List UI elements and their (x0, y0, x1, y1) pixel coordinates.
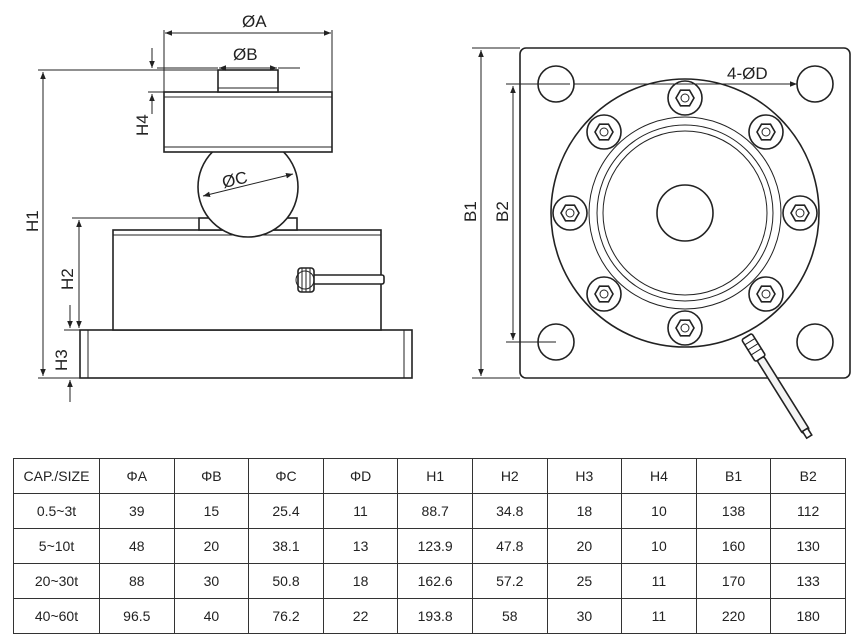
table-cell: 96.5 (99, 598, 175, 634)
table-cell: 123.9 (397, 528, 473, 564)
header-cell: ΦD (322, 458, 399, 494)
table-cell: 50.8 (248, 563, 324, 599)
table-cell: 138 (695, 493, 772, 529)
table-cell: 112 (770, 493, 846, 529)
table-cell: 13 (322, 528, 399, 564)
table-cell: 160 (695, 528, 772, 564)
table-cell: 30 (546, 598, 623, 634)
table-cell: 58 (471, 598, 548, 634)
side-view: ØA ØB ØC H4 H1 H2 H3 (23, 12, 413, 402)
table-cell: 48 (99, 528, 175, 564)
flange-bolts (552, 80, 818, 346)
table-row: 20~30t 88 30 50.8 18 162.6 57.2 25 11 17… (13, 563, 846, 599)
table-cell: 39 (99, 493, 175, 529)
base-plate (79, 329, 413, 379)
corner-holes (537, 65, 834, 361)
label-dia-a: ØA (242, 12, 267, 31)
table-cell: 130 (770, 528, 846, 564)
header-cell: H1 (397, 458, 473, 494)
table-cell: 133 (770, 563, 846, 599)
label-h4: H4 (133, 114, 152, 136)
table-row: 40~60t 96.5 40 76.2 22 193.8 58 30 11 22… (13, 598, 846, 634)
table-cell: 20 (173, 528, 250, 564)
table-cell: 15 (173, 493, 250, 529)
table-row: 5~10t 48 20 38.1 13 123.9 47.8 20 10 160… (13, 528, 846, 564)
table-cell: 11 (322, 493, 399, 529)
table-cell: 40 (173, 598, 250, 634)
table-cell: 20~30t (13, 563, 100, 599)
table-row: 0.5~3t 39 15 25.4 11 88.7 34.8 18 10 138… (13, 493, 846, 529)
table-cell: 5~10t (13, 528, 100, 564)
table-cell: 10 (621, 528, 697, 564)
table-cell: 30 (173, 563, 250, 599)
table-cell: 220 (695, 598, 772, 634)
header-cell: ΦB (173, 458, 250, 494)
label-dia-b: ØB (233, 45, 258, 64)
label-h2: H2 (58, 268, 77, 290)
label-h1: H1 (23, 210, 42, 232)
header-cell: H2 (471, 458, 548, 494)
header-cell: H3 (546, 458, 623, 494)
table-cell: 57.2 (471, 563, 548, 599)
table-cell: 25 (546, 563, 623, 599)
table-cell: 38.1 (248, 528, 324, 564)
table-cell: 180 (770, 598, 846, 634)
header-cell: CAP./SIZE (13, 458, 100, 494)
press-button (217, 69, 279, 93)
table-cell: 25.4 (248, 493, 324, 529)
table-cell: 18 (322, 563, 399, 599)
cable-connector (295, 267, 385, 293)
table-cell: 76.2 (248, 598, 324, 634)
header-cell: ΦC (248, 458, 324, 494)
table-cell: 88 (99, 563, 175, 599)
label-b2: B2 (493, 201, 512, 222)
header-cell: ΦA (99, 458, 175, 494)
table-cell: 193.8 (397, 598, 473, 634)
label-dia-d: 4-ØD (727, 64, 768, 83)
table-cell: 170 (695, 563, 772, 599)
table-cell: 20 (546, 528, 623, 564)
table-cell: 47.8 (471, 528, 548, 564)
table-cell: 10 (621, 493, 697, 529)
table-cell: 40~60t (13, 598, 100, 634)
table-cell: 11 (621, 598, 697, 634)
table-cell: 0.5~3t (13, 493, 100, 529)
label-b1: B1 (461, 201, 480, 222)
table-header-row: CAP./SIZE ΦA ΦB ΦC ΦD H1 H2 H3 H4 B1 B2 (13, 458, 846, 494)
press-head (163, 91, 333, 153)
header-cell: B2 (770, 458, 846, 494)
table-cell: 88.7 (397, 493, 473, 529)
table-cell: 34.8 (471, 493, 548, 529)
header-cell: B1 (695, 458, 772, 494)
cable-gland (741, 333, 813, 440)
table-cell: 11 (621, 563, 697, 599)
spec-table: CAP./SIZE ΦA ΦB ΦC ΦD H1 H2 H3 H4 B1 B2 … (13, 458, 846, 634)
technical-drawing: ØA ØB ØC H4 H1 H2 H3 (23, 12, 851, 440)
label-h3: H3 (52, 349, 71, 371)
header-cell: H4 (621, 458, 697, 494)
center-hole (656, 184, 714, 242)
table-cell: 22 (322, 598, 399, 634)
table-cell: 162.6 (397, 563, 473, 599)
top-view: 4-ØD B1 B2 (461, 47, 851, 440)
table-cell: 18 (546, 493, 623, 529)
